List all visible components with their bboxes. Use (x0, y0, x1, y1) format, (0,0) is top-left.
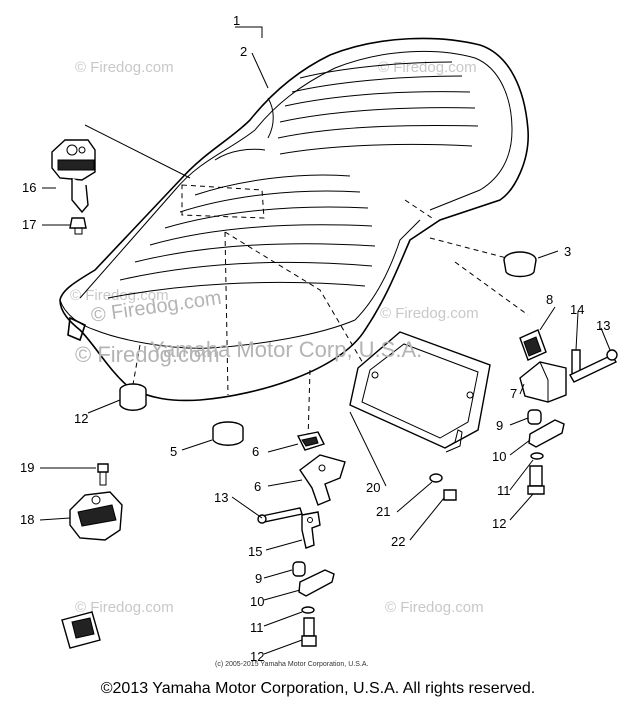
callout-number: 2 (240, 44, 247, 59)
callout-number: 17 (22, 217, 36, 232)
callout-number: 20 (366, 480, 380, 495)
bracket-part (519, 361, 567, 403)
damper-part (503, 251, 537, 278)
bolt-part (301, 617, 317, 647)
seat-lock-part (51, 139, 96, 214)
clip-part (519, 329, 547, 361)
watermark-text: © Firedog.com (75, 599, 174, 616)
logo-plate (61, 611, 101, 649)
callout-number: 12 (74, 411, 88, 426)
callout-number: 6 (254, 479, 261, 494)
front-pleats (107, 174, 376, 299)
plate-part (301, 511, 321, 549)
clip-part (296, 431, 325, 451)
callout-number: 6 (252, 444, 259, 459)
watermark-text: Yamaha Motor Corp, U.S.A. (150, 337, 422, 362)
bolt-part (443, 489, 457, 501)
callout-number: 15 (248, 544, 262, 559)
grommet-part (429, 473, 443, 483)
callout-number: 12 (492, 516, 506, 531)
collar-part (292, 561, 306, 577)
plate-part (528, 419, 565, 448)
callout-number: 3 (564, 244, 571, 259)
callout-leaders (39, 26, 611, 655)
rear-pleats (277, 61, 479, 155)
callout-number: 16 (22, 180, 36, 195)
copyright-footer: ©2013 Yamaha Motor Corporation, U.S.A. A… (100, 680, 536, 697)
seat-assembly (59, 37, 529, 441)
watermark-text: © Firedog.com (75, 59, 174, 76)
washer-part (301, 606, 315, 614)
bolt-part (527, 465, 545, 495)
plate-part (298, 569, 335, 597)
callout-number: 8 (546, 292, 553, 307)
watermark-text: © Firedog.com (378, 59, 477, 76)
callout-number: 11 (497, 483, 511, 498)
inner-copyright-note: (c) 2005-2015 Yamaha Motor Corporation, … (215, 661, 368, 668)
washer-part (530, 452, 544, 460)
callout-number: 12 (250, 649, 264, 664)
tray-part (349, 331, 491, 453)
callout-number: 7 (510, 386, 517, 401)
callout-number: 18 (20, 512, 34, 527)
pin-part (569, 349, 618, 383)
callout-number: 13 (596, 318, 610, 333)
callout-number: 21 (376, 504, 390, 519)
bolt-part (69, 217, 87, 235)
watermark-text: © Firedog.com (380, 305, 479, 322)
watermark-text: © Firedog.com (75, 342, 220, 367)
pin-part (257, 507, 303, 524)
lock-part (69, 491, 123, 541)
damper-part (212, 421, 244, 446)
callout-number: 10 (492, 449, 506, 464)
collar-part (527, 409, 542, 425)
callout-number: 10 (250, 594, 264, 609)
callout-number: 19 (20, 460, 34, 475)
callout-number: 9 (496, 418, 503, 433)
damper-part (119, 383, 147, 411)
callout-number: 9 (255, 571, 262, 586)
callout-number: 5 (170, 444, 177, 459)
callout-number: 22 (391, 534, 405, 549)
callout-number: 1 (233, 13, 240, 28)
watermark-text: © Firedog.com (385, 599, 484, 616)
callout-numbers: 1 2 12 3 5 6 6 7 8 9 9 10 10 11 11 12 12… (20, 13, 610, 664)
callout-number: 11 (250, 620, 264, 635)
callout-number: 13 (214, 490, 228, 505)
leader-line (84, 124, 191, 179)
callout-number: 14 (570, 302, 584, 317)
bolt-part (97, 463, 109, 486)
bracket-part (299, 454, 346, 506)
